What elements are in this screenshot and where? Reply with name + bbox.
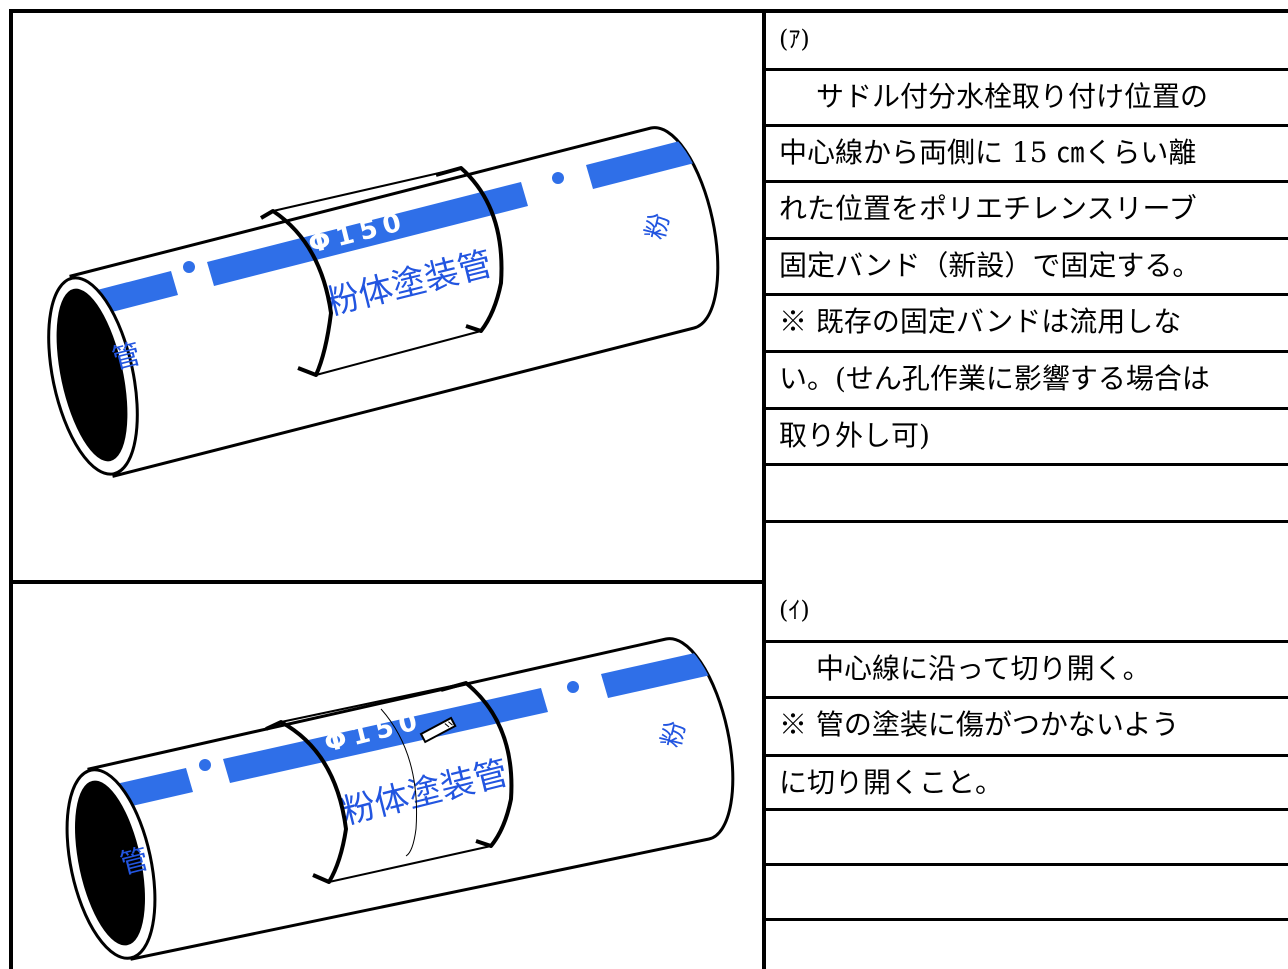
- fixing-band-right: [435, 166, 504, 333]
- pipe-body: [69, 126, 720, 478]
- fixing-band-right: [440, 681, 514, 848]
- instruction-line: [766, 921, 1288, 969]
- pipe-body: [87, 637, 735, 961]
- stripe-dot: [183, 261, 195, 273]
- fixing-band-left: [265, 720, 348, 884]
- frame-top-border: [9, 9, 1288, 13]
- stripe-segment: [207, 182, 528, 286]
- instruction-line: [766, 811, 1288, 866]
- instruction-line: に切り開くこと。: [766, 757, 1288, 811]
- instruction-line: い。(せん孔作業に影響する場合は: [766, 353, 1288, 410]
- illustration-cut-sleeve: Φ150 粉体塗装管 管 粉: [11, 584, 762, 969]
- instruction-line: [766, 523, 1288, 580]
- stripe-dot: [567, 681, 579, 693]
- instruction-line: ※ 管の塗装に傷がつかないよう: [766, 699, 1288, 757]
- instruction-section-a: (ｱ) サドル付分水栓取り付け位置の 中心線から両側に 15 ㎝くらい離 れた位…: [766, 13, 1288, 580]
- cutter-knife-icon: [419, 716, 457, 744]
- pipe-opening-inner: [56, 288, 128, 462]
- instruction-line: 中心線に沿って切り開く。: [766, 643, 1288, 699]
- instruction-line: [766, 866, 1288, 921]
- sleeve-edge: [280, 682, 492, 883]
- frame-left-border: [9, 9, 13, 969]
- instruction-line: サドル付分水栓取り付け位置の: [766, 71, 1288, 127]
- cut-line: [380, 708, 418, 857]
- stripe-dot: [199, 759, 211, 771]
- instruction-line: [766, 466, 1288, 523]
- instruction-line: ※ 既存の固定バンドは流用しな: [766, 296, 1288, 353]
- illustration-install-band: Φ150 粉体塗装管 管 粉: [11, 13, 762, 580]
- instruction-line: 固定バンド（新設）で固定する。: [766, 240, 1288, 296]
- instruction-line: 中心線から両側に 15 ㎝くらい離: [766, 127, 1288, 183]
- column-divider: [762, 9, 766, 969]
- sleeve-edge: [272, 167, 482, 376]
- instruction-line: れた位置をポリエチレンスリーブ: [766, 183, 1288, 240]
- fixing-band-left: [259, 209, 333, 377]
- section-label: (ｱ): [766, 13, 1288, 71]
- stripe-dot: [552, 172, 564, 184]
- section-label: (ｲ): [766, 584, 1288, 643]
- stripe-segment: [223, 688, 548, 783]
- instruction-line: 取り外し可): [766, 410, 1288, 466]
- instruction-section-b: (ｲ) 中心線に沿って切り開く。 ※ 管の塗装に傷がつかないよう に切り開くこと…: [766, 584, 1288, 969]
- section-divider: [9, 580, 766, 584]
- pipe-opening-inner: [75, 780, 145, 946]
